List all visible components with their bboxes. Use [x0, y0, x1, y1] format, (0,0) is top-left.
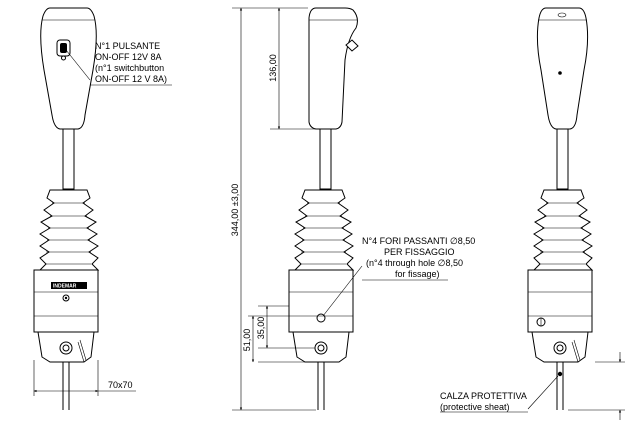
- mounting-hole-icon: [316, 313, 326, 323]
- switch-button-icon: [56, 39, 71, 61]
- note-switch-en-1: (n°1 switchbutton: [95, 63, 164, 73]
- dim-mount-height: 35,00: [256, 317, 266, 340]
- side-button-icon: [345, 39, 359, 52]
- dim-handle-height: 136,00: [268, 54, 278, 82]
- note-boot-it: CALZA PROTETTIVA: [440, 391, 527, 401]
- note-switch-en-2: ON-OFF 12 V 8A): [95, 74, 167, 84]
- joystick-rear-view: CALZA PROTETTIVA (protective sheat): [440, 7, 625, 420]
- dim-base-size: 70x70: [108, 380, 133, 390]
- note-holes-it-1: N°4 FORI PASSANTI ∅8,50: [362, 236, 475, 246]
- dim-base-height: 51,00: [242, 329, 252, 352]
- note-holes-en-2: for fissage): [395, 269, 440, 279]
- brand-logo: [51, 282, 87, 289]
- note-switch-it-1: N°1 PULSANTE: [95, 41, 160, 51]
- joystick-side-view: 344,00 ±3,00 136,00 35,00 51,00 N°4 FORI…: [230, 7, 475, 411]
- dim-total-height: 344,00 ±3,00: [230, 184, 240, 236]
- note-holes-it-2: PER FISSAGGIO: [384, 247, 455, 257]
- joystick-front-view: INDEMAR 70x70 N°1 PULSANTE ON-OFF 12V 8A…: [33, 7, 172, 410]
- note-boot-en: (protective sheat): [440, 402, 510, 412]
- note-holes-en-1: (n°4 through hole ∅8,50: [366, 258, 463, 268]
- note-switch-it-2: ON-OFF 12V 8A: [95, 52, 162, 62]
- brand-logo-text: INDEMAR: [53, 284, 77, 290]
